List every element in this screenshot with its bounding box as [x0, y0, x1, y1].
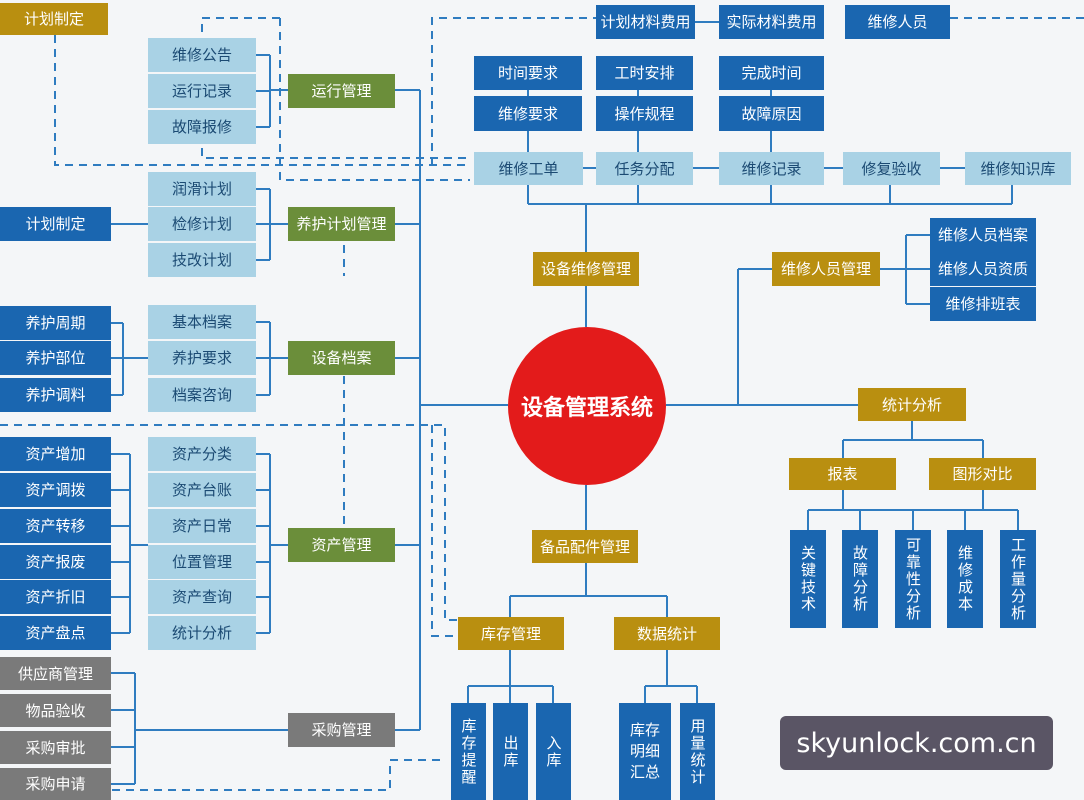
- care-item[interactable]: 养护调料: [0, 378, 111, 412]
- archive-item[interactable]: 基本档案: [148, 305, 256, 339]
- maint-plan-module[interactable]: 养护计划管理: [288, 207, 395, 241]
- flow-step[interactable]: 任务分配: [596, 152, 693, 185]
- run-item[interactable]: 维修公告: [148, 38, 256, 72]
- plan-mid-box[interactable]: 计划制定: [0, 207, 111, 241]
- stats-leaf[interactable]: 故障分析: [842, 530, 878, 628]
- personnel-item[interactable]: 维修人员资质: [930, 252, 1036, 286]
- asset-change-item[interactable]: 资产折旧: [0, 580, 111, 614]
- asset-item[interactable]: 资产查询: [148, 580, 256, 614]
- cost-item[interactable]: 计划材料费用: [596, 5, 695, 39]
- watermark-label: skyunlock.com.cn: [780, 716, 1053, 770]
- flow-step[interactable]: 维修工单: [474, 152, 583, 185]
- spare-module[interactable]: 备品配件管理: [532, 530, 638, 563]
- asset-module[interactable]: 资产管理: [288, 528, 395, 562]
- stats-sub[interactable]: 报表: [789, 458, 896, 490]
- data-item[interactable]: 用量统计: [680, 703, 715, 800]
- maint-item[interactable]: 检修计划: [148, 207, 256, 241]
- purchase-item[interactable]: 采购申请: [0, 768, 111, 800]
- asset-change-item[interactable]: 资产调拨: [0, 473, 111, 507]
- repair-module[interactable]: 设备维修管理: [533, 252, 639, 286]
- purchase-item[interactable]: 物品验收: [0, 694, 111, 727]
- data-item[interactable]: 库存明细汇总: [619, 703, 671, 800]
- stats-leaf[interactable]: 维修成本: [947, 530, 983, 628]
- requirement-item[interactable]: 维修要求: [474, 96, 582, 131]
- asset-item[interactable]: 资产台账: [148, 473, 256, 507]
- run-module[interactable]: 运行管理: [288, 74, 395, 108]
- stats-sub[interactable]: 图形对比: [929, 458, 1036, 490]
- purchase-item[interactable]: 采购审批: [0, 731, 111, 764]
- stats-leaf[interactable]: 工作量分析: [1000, 530, 1036, 628]
- maint-item[interactable]: 润滑计划: [148, 172, 256, 206]
- requirement-item[interactable]: 操作规程: [596, 96, 693, 131]
- plan-top-box[interactable]: 计划制定: [0, 3, 108, 35]
- requirement-item[interactable]: 时间要求: [474, 56, 582, 90]
- care-item[interactable]: 养护周期: [0, 306, 111, 340]
- asset-item[interactable]: 资产分类: [148, 437, 256, 471]
- inventory-item[interactable]: 库存提醒: [451, 703, 486, 800]
- personnel-module[interactable]: 维修人员管理: [772, 252, 880, 286]
- personnel-item[interactable]: 维修人员档案: [930, 218, 1036, 252]
- archive-item[interactable]: 养护要求: [148, 341, 256, 375]
- spare-sub[interactable]: 数据统计: [614, 617, 720, 650]
- asset-item[interactable]: 资产日常: [148, 509, 256, 543]
- inventory-item[interactable]: 出库: [493, 703, 528, 800]
- purchase-module[interactable]: 采购管理: [288, 713, 395, 747]
- spare-sub[interactable]: 库存管理: [458, 617, 564, 650]
- asset-change-item[interactable]: 资产转移: [0, 509, 111, 543]
- stats-module[interactable]: 统计分析: [858, 388, 966, 421]
- maint-item[interactable]: 技改计划: [148, 243, 256, 277]
- stats-leaf[interactable]: 可靠性分析: [895, 530, 931, 628]
- flow-step[interactable]: 维修知识库: [965, 152, 1071, 185]
- run-item[interactable]: 运行记录: [148, 74, 256, 108]
- asset-item[interactable]: 位置管理: [148, 545, 256, 579]
- cost-item[interactable]: 实际材料费用: [719, 5, 824, 39]
- requirement-item[interactable]: 完成时间: [719, 56, 824, 90]
- personnel-item[interactable]: 维修排班表: [930, 287, 1036, 321]
- stats-leaf[interactable]: 关键技术: [790, 530, 826, 628]
- flow-step[interactable]: 修复验收: [843, 152, 940, 185]
- asset-change-item[interactable]: 资产盘点: [0, 616, 111, 650]
- care-item[interactable]: 养护部位: [0, 341, 111, 375]
- run-item[interactable]: 故障报修: [148, 110, 256, 144]
- center-node[interactable]: 设备管理系统: [508, 327, 666, 485]
- asset-item[interactable]: 统计分析: [148, 616, 256, 650]
- inventory-item[interactable]: 入库: [536, 703, 571, 800]
- archive-item[interactable]: 档案咨询: [148, 378, 256, 412]
- asset-change-item[interactable]: 资产报废: [0, 545, 111, 579]
- requirement-item[interactable]: 故障原因: [719, 96, 824, 131]
- purchase-item[interactable]: 供应商管理: [0, 657, 111, 690]
- requirement-item[interactable]: 工时安排: [596, 56, 693, 90]
- flow-step[interactable]: 维修记录: [719, 152, 824, 185]
- archive-module[interactable]: 设备档案: [288, 341, 395, 375]
- asset-change-item[interactable]: 资产增加: [0, 437, 111, 471]
- cost-item[interactable]: 维修人员: [845, 5, 950, 39]
